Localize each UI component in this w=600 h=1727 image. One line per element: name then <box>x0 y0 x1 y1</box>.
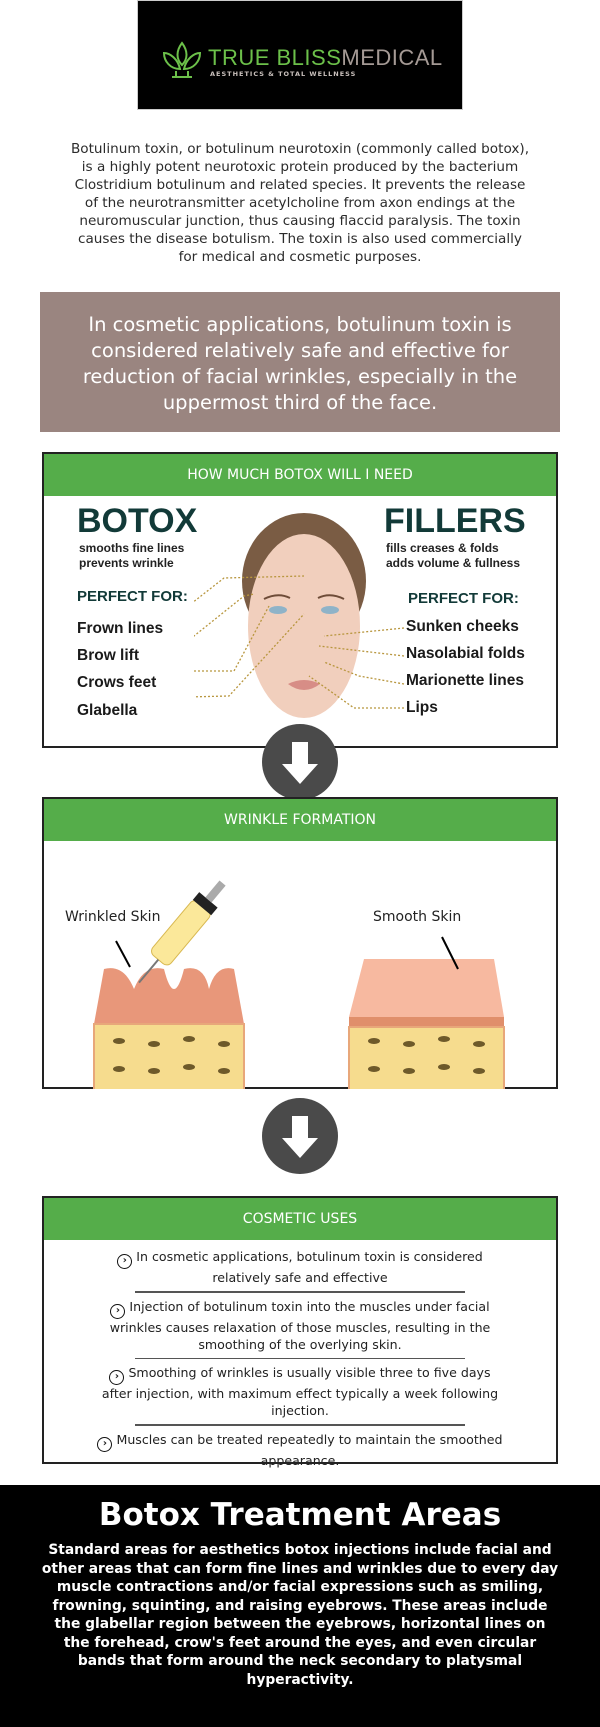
down-arrow-icon <box>262 724 338 800</box>
botox-card: HOW MUCH BOTOX WILL I NEED BOTOX smooths… <box>42 452 558 748</box>
cosmetic-uses-card: COSMETIC USES ›In cosmetic applications,… <box>42 1196 558 1468</box>
fillers-item: Sunken cheeks <box>406 618 519 635</box>
divider <box>135 1424 465 1426</box>
brand-tagline: AESTHETICS & TOTAL WELLNESS <box>210 70 357 78</box>
use-item: ›Muscles can be treated repeatedly to ma… <box>94 1431 506 1469</box>
use-item: ›In cosmetic applications, botulinum tox… <box>94 1248 506 1286</box>
brand-gray: MEDICAL <box>341 45 443 70</box>
skin-diagram <box>93 880 505 1089</box>
fillers-perfect-for: PERFECT FOR: <box>408 590 519 607</box>
botox-line2: prevents wrinkle <box>79 556 174 570</box>
divider <box>135 1291 465 1293</box>
quote-box: In cosmetic applications, botulinum toxi… <box>40 292 560 432</box>
chevron-right-icon: › <box>109 1370 125 1385</box>
wrinkled-skin-label: Wrinkled Skin <box>65 909 161 925</box>
botox-item: Brow lift <box>77 647 139 664</box>
fillers-item: Marionette lines <box>406 672 524 689</box>
use-item: ›Injection of botulinum toxin into the m… <box>94 1298 506 1353</box>
chevron-right-icon: › <box>97 1436 113 1452</box>
brand-name: TRUE BLISSMEDICAL <box>208 45 443 71</box>
logo: TRUE BLISSMEDICAL AESTHETICS & TOTAL WEL… <box>137 0 463 110</box>
botox-line1: smooths fine lines <box>79 541 185 555</box>
wrinkled-skin-icon <box>93 880 245 1089</box>
wrinkle-card-header: WRINKLE FORMATION <box>44 799 556 841</box>
leaf-logo-icon <box>162 41 202 78</box>
fillers-item: Lips <box>406 699 438 716</box>
use-item-text: Smoothing of wrinkles is usually visible… <box>101 1365 499 1418</box>
divider <box>135 1357 465 1359</box>
brand-green: TRUE BLISS <box>208 45 342 70</box>
treatment-text: Standard areas for aesthetics botox inje… <box>41 1542 559 1688</box>
fillers-item: Nasolabial folds <box>406 645 525 662</box>
use-item-text: Muscles can be treated repeatedly to mai… <box>116 1431 503 1468</box>
smooth-skin-label: Smooth Skin <box>373 909 462 925</box>
botox-card-header: HOW MUCH BOTOX WILL I NEED <box>44 454 556 496</box>
fillers-line2: adds volume & fullness <box>386 556 521 570</box>
smooth-skin-icon <box>348 936 505 1089</box>
fillers-title: FILLERS <box>384 502 526 540</box>
chevron-right-icon: › <box>110 1303 126 1319</box>
treatment-areas-section: Botox Treatment Areas Standard areas for… <box>0 1485 600 1727</box>
use-item: ›Smoothing of wrinkles is usually visibl… <box>94 1364 506 1419</box>
chevron-right-icon: › <box>117 1254 133 1269</box>
botox-perfect-for: PERFECT FOR: <box>77 588 188 605</box>
use-item-text: Injection of botulinum toxin into the mu… <box>109 1298 491 1352</box>
cosmetic-uses-header: COSMETIC USES <box>44 1198 556 1240</box>
treatment-title: Botox Treatment Areas <box>98 1497 502 1533</box>
botox-item: Frown lines <box>77 620 164 637</box>
face-illustration <box>194 513 405 718</box>
use-item-text: In cosmetic applications, botulinum toxi… <box>136 1249 483 1285</box>
wrinkle-card: WRINKLE FORMATION Wrinkled Skin Smooth S… <box>42 797 558 1089</box>
botox-title: BOTOX <box>77 502 198 540</box>
intro-paragraph: Botulinum toxin, or botulinum neurotoxin… <box>70 141 530 265</box>
botox-item: Glabella <box>77 702 138 719</box>
down-arrow-icon <box>262 1098 338 1174</box>
fillers-line1: fills creases & folds <box>386 541 499 555</box>
botox-item: Crows feet <box>77 674 157 691</box>
